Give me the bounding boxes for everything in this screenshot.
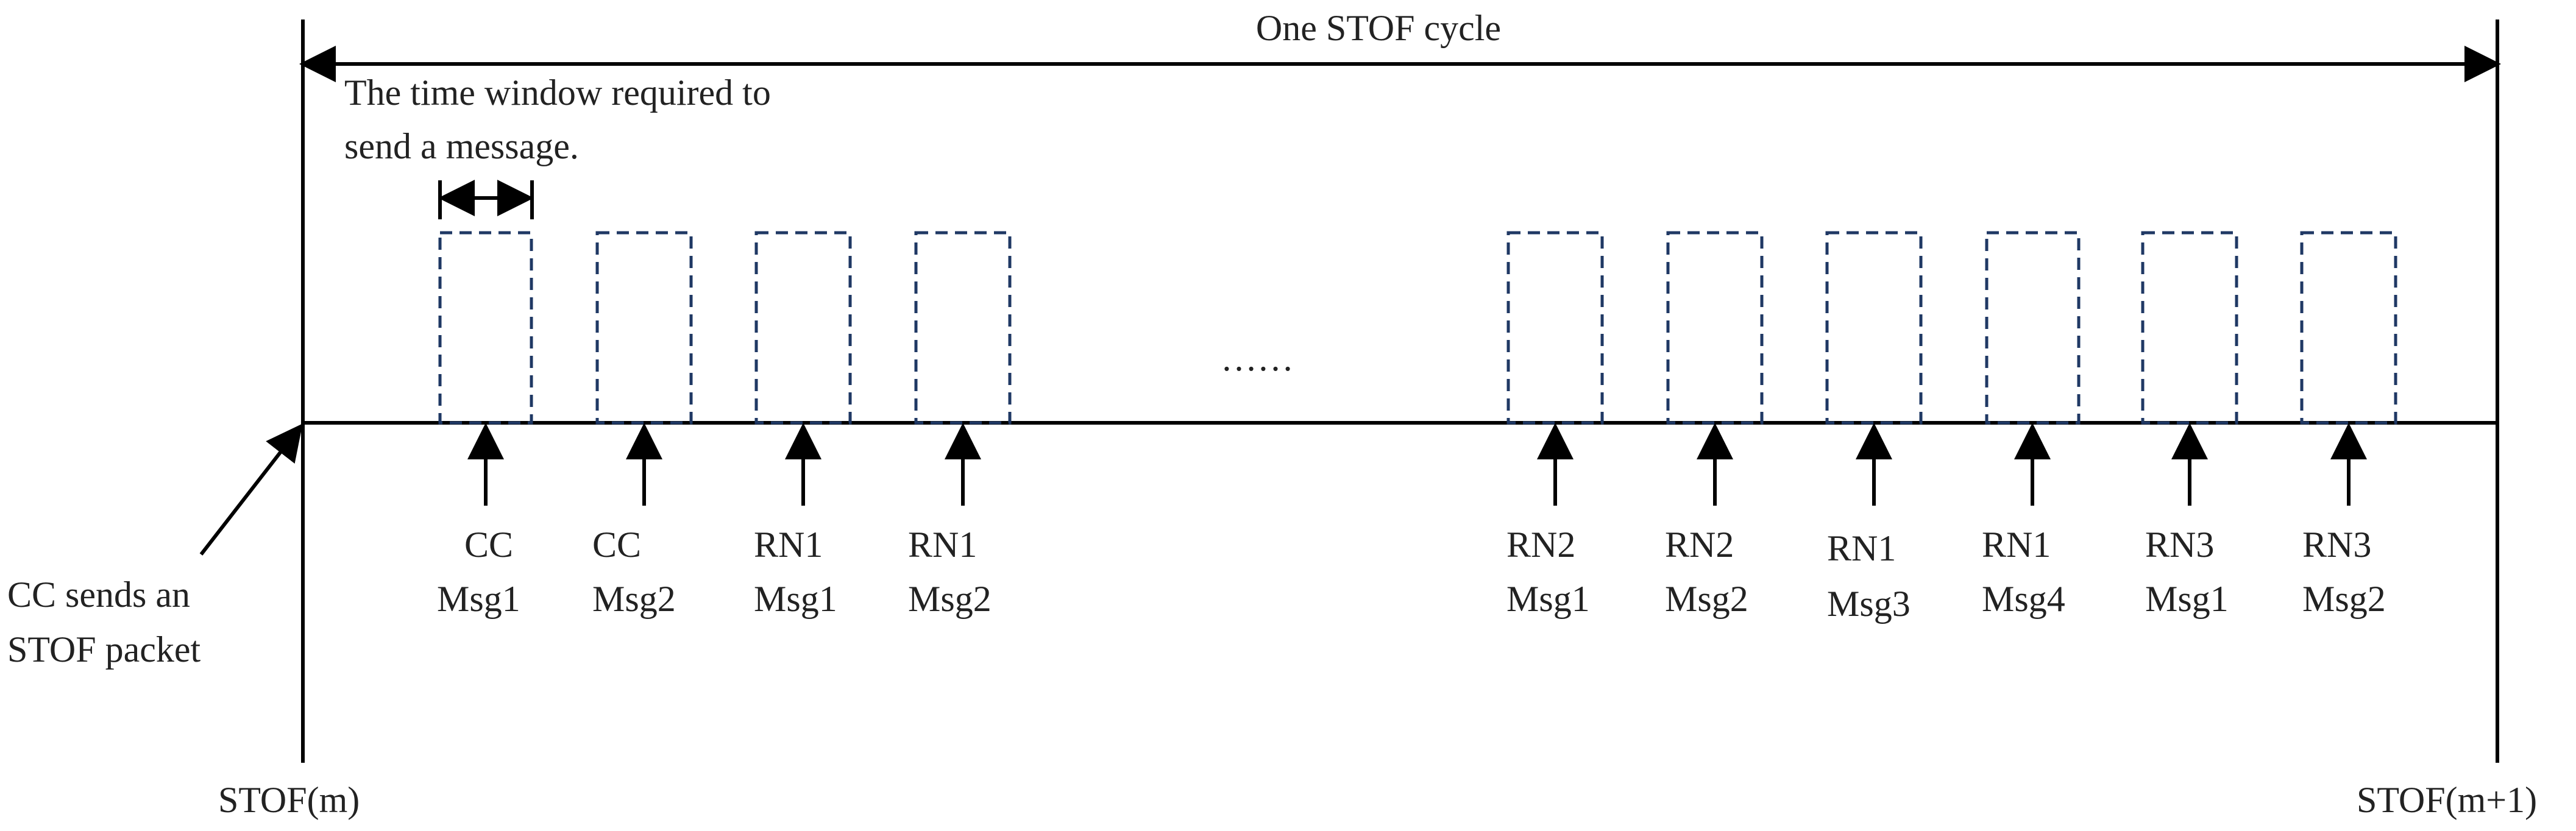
slot-label-node: RN1 [754, 525, 823, 565]
slot-label-msg: Msg1 [754, 579, 837, 619]
slot-label-node: RN3 [2145, 525, 2214, 565]
slot-label-msg: Msg2 [908, 579, 992, 619]
slot-label-msg: Msg3 [1827, 584, 1911, 624]
slot-label-node: RN1 [1827, 528, 1896, 568]
slot-labels: CC Msg1 CC Msg2 RN1 Msg1 RN1 Msg2 RN2 Ms… [437, 525, 2386, 624]
stof-m1-label: STOF(m+1) [2357, 780, 2537, 820]
cc-sends-arrow [199, 423, 303, 556]
slot-arrows [467, 423, 2367, 506]
slot-box [1666, 231, 1764, 425]
slot-box [438, 231, 533, 425]
slot-box [1506, 231, 1604, 425]
slot-label-msg: Msg1 [2145, 579, 2229, 619]
slot-boxes [438, 231, 2397, 425]
slot-label-node: RN1 [1982, 525, 2051, 565]
slot-box [2141, 231, 2238, 425]
slot-box [2300, 231, 2397, 425]
slot-box [1985, 231, 2081, 425]
slot-label-node: RN3 [2302, 525, 2371, 565]
slot-label-msg: Msg2 [2302, 579, 2386, 619]
cycle-label: One STOF cycle [1256, 8, 1501, 48]
ellipsis: …… [1221, 338, 1294, 378]
slot-label-node: CC [592, 525, 641, 565]
stof-m-label: STOF(m) [218, 780, 360, 820]
slot-box [595, 231, 693, 425]
slot-label-node: CC [464, 525, 513, 565]
slot-label-msg: Msg1 [437, 579, 520, 619]
slot-box [1825, 231, 1923, 425]
window-note-line2: send a message. [344, 126, 579, 166]
slot-box [754, 231, 852, 425]
cc-note-line2: STOF packet [7, 629, 201, 670]
slot-label-msg: Msg2 [1665, 579, 1748, 619]
slot-label-msg: Msg2 [592, 579, 676, 619]
slot-label-msg: Msg4 [1982, 579, 2065, 619]
slot-label-msg: Msg1 [1506, 579, 1590, 619]
slot-label-node: RN2 [1506, 525, 1575, 565]
slot-box [914, 231, 1012, 425]
window-note-line1: The time window required to [344, 72, 771, 113]
slot-label-node: RN2 [1665, 525, 1734, 565]
cc-note-line1: CC sends an [7, 575, 190, 615]
slot-label-node: RN1 [908, 525, 977, 565]
